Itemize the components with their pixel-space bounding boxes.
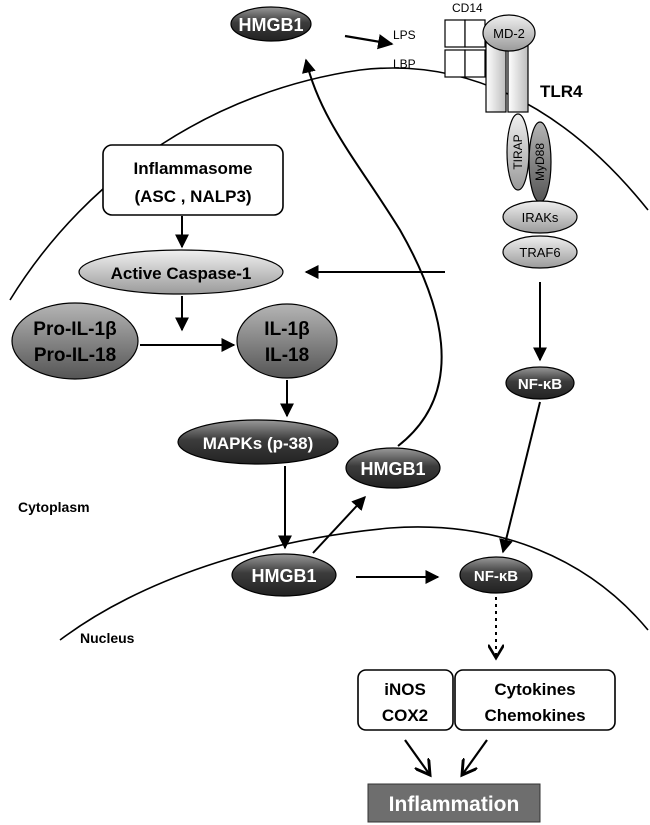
tlr4-label: TLR4 <box>540 82 583 101</box>
lbp-label: LBP <box>393 57 416 71</box>
arrow-hmgb1-export <box>312 495 366 554</box>
nfkb-cytoplasm-node <box>505 366 575 400</box>
cell-membrane <box>9 67 649 301</box>
inos-label: iNOS <box>384 680 426 699</box>
active-caspase1-label: Active Caspase-1 <box>111 264 252 283</box>
arrow-hmgb1-secretion <box>302 58 443 447</box>
hmgb1-nucleus-node <box>231 553 337 597</box>
nfkb-cytoplasm-label: NF-κB <box>518 376 562 393</box>
mapks-label: MAPKs (p-38) <box>203 434 314 453</box>
mature-cytokines-node <box>236 303 338 379</box>
lbp-block-right <box>464 49 486 78</box>
hmgb1-extracellular-label: HMGB1 <box>238 15 303 35</box>
arrow-cytokines-to-inflammation <box>462 739 488 775</box>
tirap-label: TIRAP <box>511 134 525 169</box>
nucleus-region-label: Nucleus <box>80 630 135 646</box>
il1b-label: IL-1β <box>264 319 309 340</box>
hmgb1-cytoplasm-label: HMGB1 <box>360 459 425 479</box>
nfkb-nucleus-label: NF-κB <box>474 568 518 585</box>
iraks-label: IRAKs <box>522 210 559 225</box>
arrow-nfkb-translocation <box>499 401 541 554</box>
hmgb1-cytoplasm-node <box>345 447 441 489</box>
nfkb-nucleus-node <box>459 556 533 594</box>
iraks-node <box>502 200 578 234</box>
hmgb1-nucleus-label: HMGB1 <box>251 566 316 586</box>
cd14-label: CD14 <box>452 1 483 15</box>
pro-il18-label: Pro-IL-18 <box>34 345 116 366</box>
inflammasome-box <box>102 144 284 216</box>
pro-cytokines-node <box>11 302 139 380</box>
cox2-label: COX2 <box>382 706 428 725</box>
mapks-node <box>177 419 339 465</box>
inflammasome-components-label: (ASC , NALP3) <box>134 187 251 206</box>
cytokines-label: Cytokines <box>494 680 575 699</box>
myd88-label: MyD88 <box>533 143 547 181</box>
traf6-node <box>502 235 578 269</box>
arrow-inos-to-inflammation <box>404 739 430 775</box>
inflammation-box <box>367 783 541 823</box>
inflammasome-label: Inflammasome <box>133 159 252 178</box>
inos-cox2-box <box>357 669 454 731</box>
lps-label: LPS <box>393 28 416 42</box>
traf6-label: TRAF6 <box>519 245 560 260</box>
inflammation-label: Inflammation <box>389 793 520 816</box>
cytokines-chemokines-box <box>454 669 616 731</box>
lbp-block-left <box>444 49 466 78</box>
md2-label: MD-2 <box>493 26 525 41</box>
hmgb1-extracellular-node <box>230 6 312 42</box>
cd14-block-upper-right <box>464 19 486 48</box>
il18-label: IL-18 <box>265 345 309 366</box>
cytoplasm-region-label: Cytoplasm <box>18 499 90 515</box>
chemokines-label: Chemokines <box>484 706 585 725</box>
nuclear-membrane <box>59 526 649 641</box>
cd14-block-upper-left <box>444 19 466 48</box>
md2-node <box>482 14 536 52</box>
pro-il1b-label: Pro-IL-1β <box>33 319 116 340</box>
active-caspase1-node <box>78 249 284 295</box>
arrow-hmgb1-to-lps <box>344 34 394 50</box>
